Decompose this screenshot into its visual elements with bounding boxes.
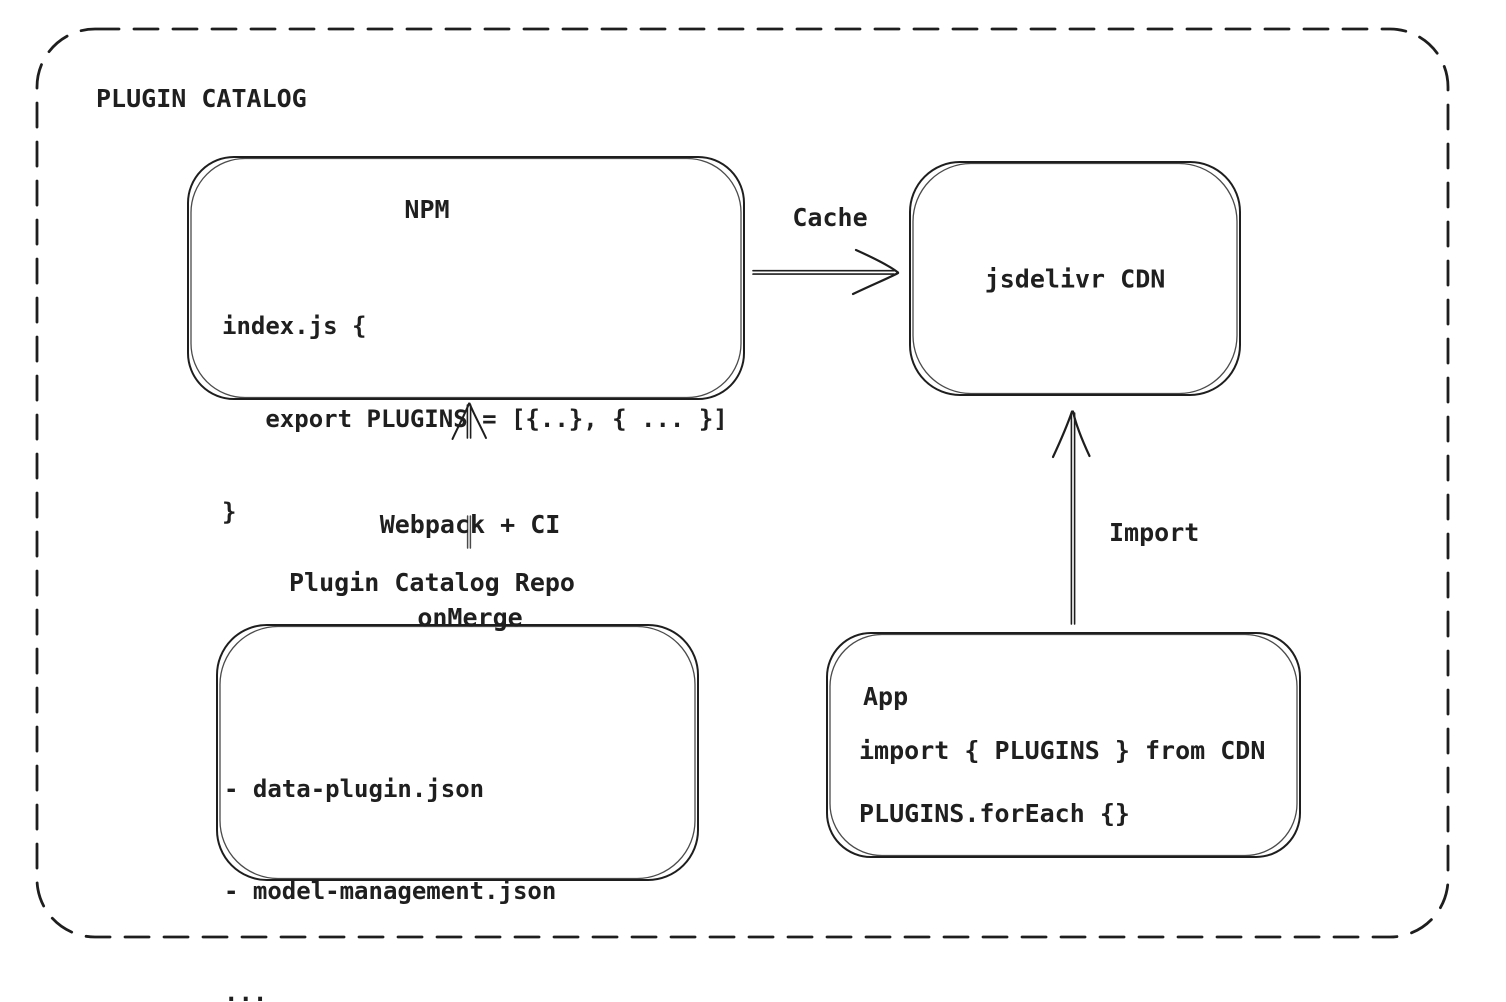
repo-box-sketch-stroke — [219, 625, 696, 880]
build-arrowhead — [451, 402, 487, 440]
build-edge-label: Webpack + CI onMerge — [380, 447, 561, 695]
cache-arrow — [752, 248, 900, 296]
cdn-node-label: jsdelivr CDN — [984, 264, 1166, 294]
app-node-title: App — [863, 682, 909, 711]
cdn-box-sketch-stroke — [912, 162, 1238, 395]
build-arrow — [451, 402, 487, 549]
import-arrowhead — [1051, 410, 1091, 459]
app-box-sketch-stroke — [829, 633, 1298, 857]
diagram-title: PLUGIN CATALOG — [96, 84, 307, 113]
repo-file-list: - data-plugin.json - model-management.js… — [224, 704, 556, 1002]
build-edge-label-line1: Webpack + CI — [379, 510, 561, 539]
repo-file-item: - model-management.json — [224, 877, 557, 905]
cache-arrowhead — [851, 248, 900, 296]
app-code-line: PLUGINS.forEach {} — [859, 799, 1130, 828]
npm-node-title: NPM — [404, 195, 450, 224]
npm-code-line: export PLUGINS = [{..}, { ... }] — [222, 405, 728, 433]
npm-code-line: index.js { — [222, 312, 367, 340]
build-edge-label-line2: onMerge — [417, 603, 523, 632]
import-arrow — [1051, 410, 1091, 625]
repo-file-item: ... — [224, 979, 268, 1002]
cdn-box-stroke — [909, 161, 1241, 396]
cdn-node-box — [909, 161, 1241, 396]
cache-edge-label: Cache — [792, 203, 868, 232]
npm-code-block: index.js { export PLUGINS = [{..}, { ...… — [222, 249, 728, 590]
npm-box-sketch-stroke — [190, 157, 742, 399]
catalog-boundary-box — [35, 27, 1450, 939]
app-node-box — [826, 632, 1301, 858]
repo-box-stroke — [216, 624, 699, 881]
npm-code-line: } — [222, 498, 237, 526]
import-edge-label: Import — [1109, 518, 1200, 547]
app-box-stroke — [826, 632, 1301, 858]
repo-node-box — [216, 624, 699, 881]
build-arrow-tail — [466, 515, 472, 549]
npm-node-box — [187, 156, 745, 400]
repo-node-label: Plugin Catalog Repo — [289, 568, 575, 597]
npm-box-stroke — [187, 156, 745, 400]
app-code-line: import { PLUGINS } from CDN — [859, 736, 1266, 765]
repo-file-item: - data-plugin.json — [224, 775, 485, 803]
